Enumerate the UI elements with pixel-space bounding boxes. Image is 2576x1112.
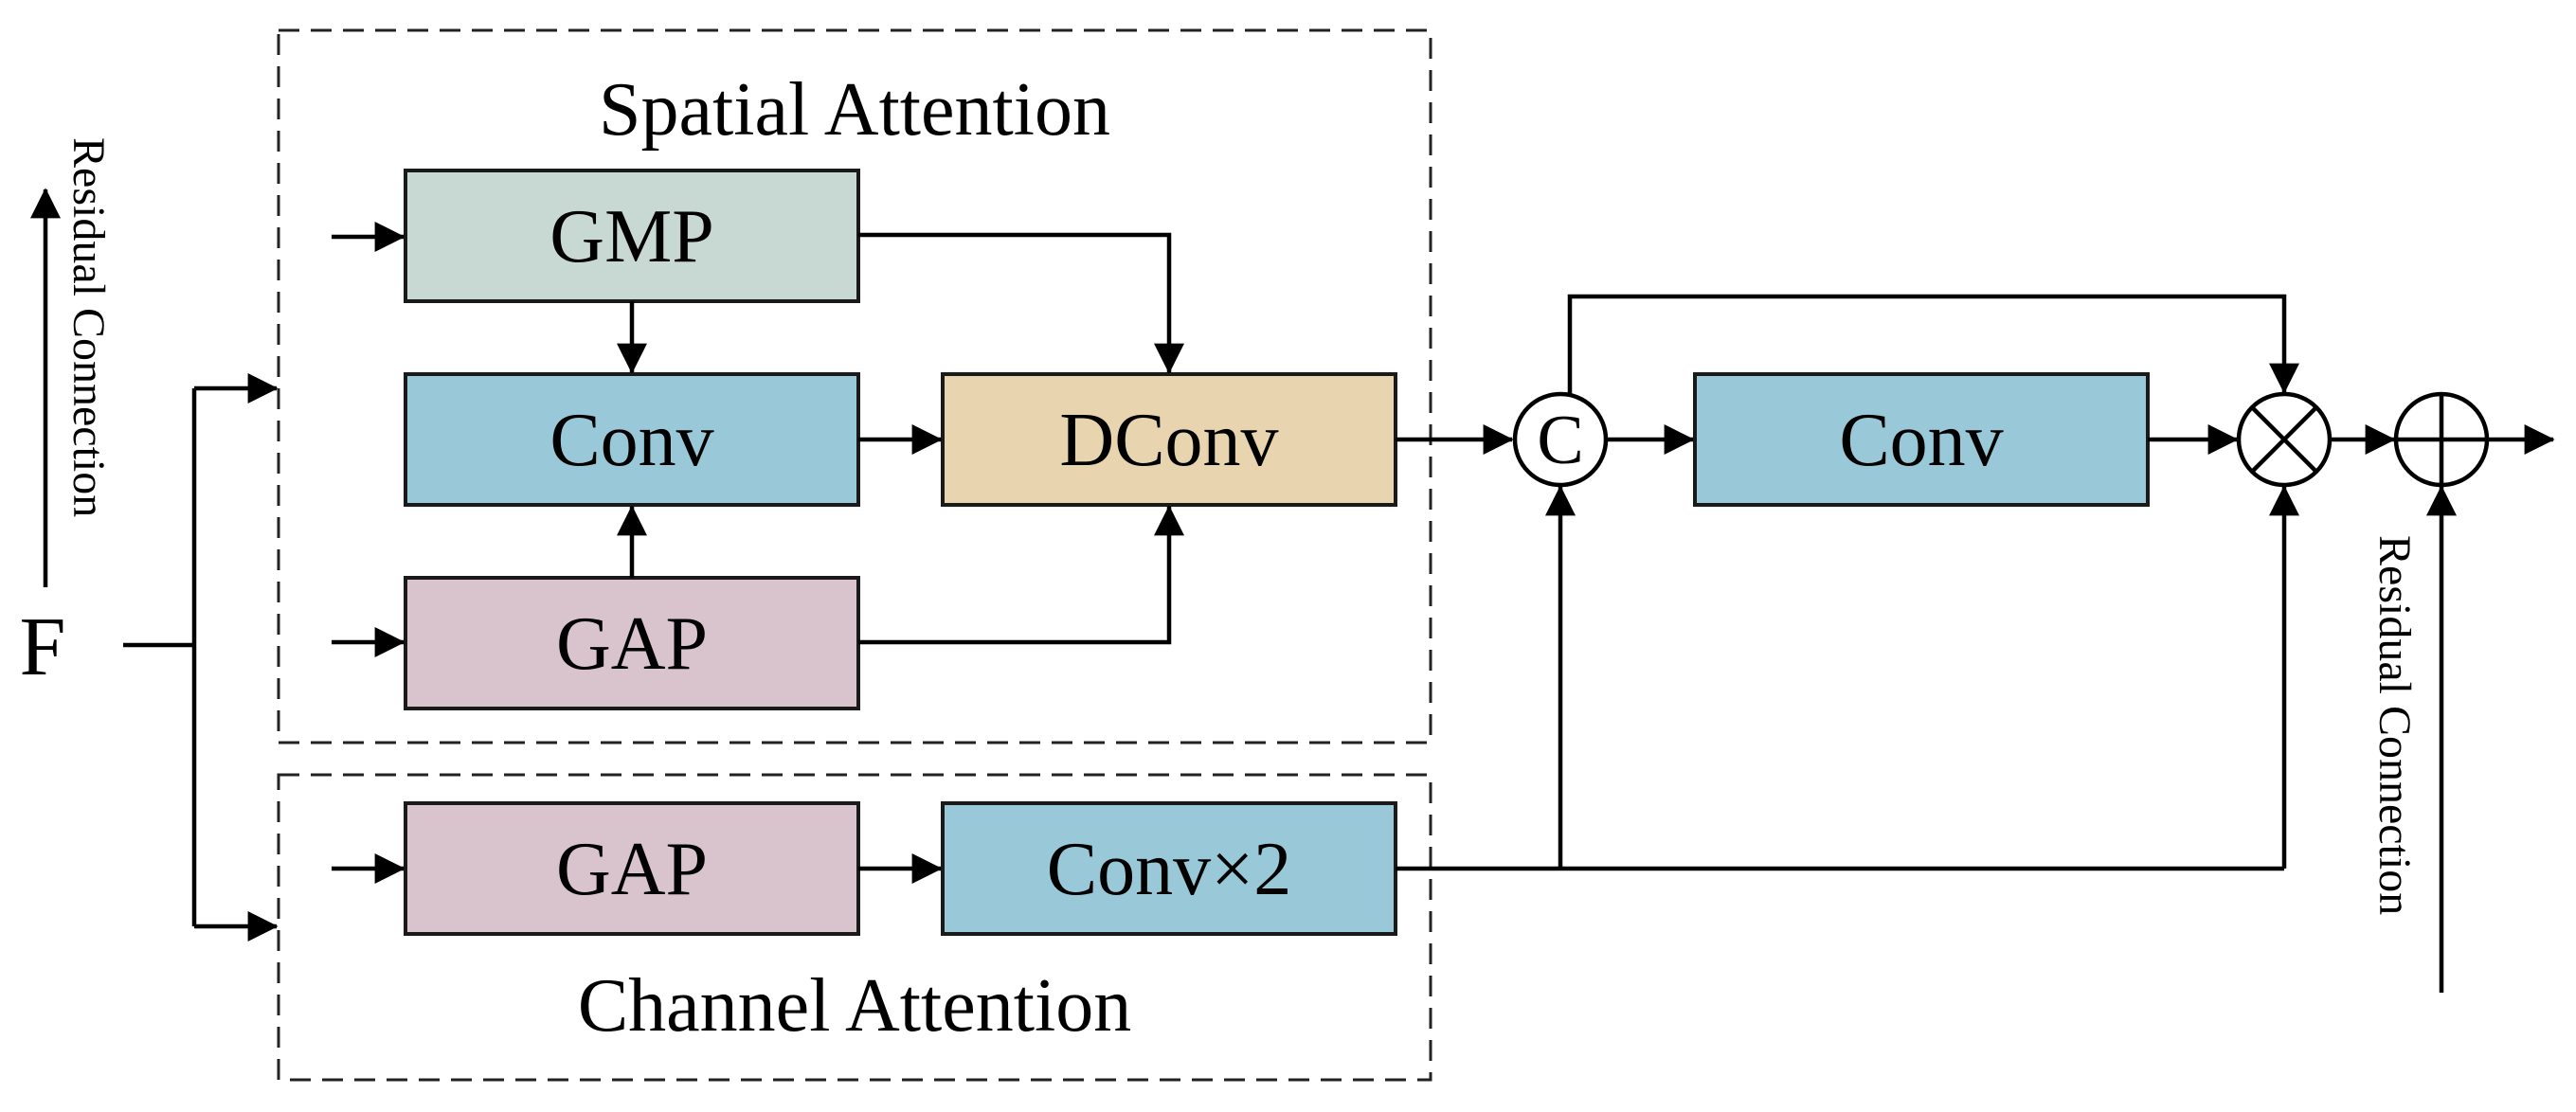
residual-output-label: Residual Connection [2369, 535, 2420, 915]
concat-bypass-arrow [1567, 294, 2299, 394]
conv2-box [941, 801, 1397, 936]
channel-gap-box [404, 801, 860, 936]
input-label-f: F [20, 601, 66, 693]
spatial-gap-label: GAP [556, 602, 708, 686]
dconv-box [941, 372, 1397, 507]
add-icon [2393, 391, 2490, 488]
gmp-box [404, 169, 860, 303]
gap-to-dconv-arrow [858, 505, 1184, 645]
channel-gap-label: GAP [556, 828, 708, 911]
dconv-label: DConv [1059, 399, 1278, 482]
spatial-conv-label: Conv [549, 399, 713, 482]
residual-input-label: Residual Connection [63, 137, 114, 517]
fuse-conv-box [1693, 372, 2150, 507]
channel-attention-title: Channel Attention [578, 964, 1131, 1048]
spatial-gap-box [404, 576, 860, 710]
gmp-to-dconv-arrow [858, 232, 1184, 374]
fuse-conv-label: Conv [1839, 399, 2003, 482]
conv2-label: Conv×2 [1047, 828, 1291, 911]
concat-symbol: C [1537, 402, 1583, 479]
gmp-label: GMP [549, 195, 713, 278]
multiply-icon [2236, 391, 2333, 488]
spatial-attention-title: Spatial Attention [599, 68, 1110, 152]
channel-attention-group [277, 773, 1432, 1082]
